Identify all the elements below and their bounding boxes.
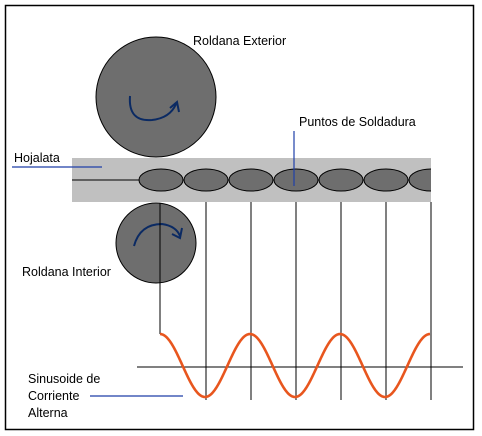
weld-point (363, 168, 409, 192)
weld-point (318, 168, 364, 192)
weld-point (183, 168, 229, 192)
weld-point (273, 168, 319, 192)
outer-roller-rotation-icon (128, 95, 177, 122)
alternating-current-sine-wave (159, 332, 431, 399)
inner-roller-label: Roldana Interior (22, 265, 111, 279)
sine-label-line2: Corriente (28, 389, 79, 403)
outer-roller-arrowhead-icon (169, 100, 180, 113)
sine-label-line3: Alterna (28, 406, 68, 420)
diagram-frame (4, 4, 475, 431)
inner-roller (115, 202, 197, 284)
sine-label-line1: Sinusoide de (28, 372, 100, 386)
weld-points (138, 168, 431, 192)
weld-point (228, 168, 274, 192)
outer-roller (95, 36, 217, 158)
weld-point (138, 168, 184, 192)
weld-points-label: Puntos de Soldadura (299, 115, 416, 129)
weld-point (408, 168, 431, 192)
outer-roller-label: Roldana Exterior (193, 34, 286, 48)
tinplate-label: Hojalata (14, 151, 60, 165)
inner-roller-arrowhead-icon (171, 227, 183, 240)
inner-roller-rotation-icon (133, 222, 181, 247)
